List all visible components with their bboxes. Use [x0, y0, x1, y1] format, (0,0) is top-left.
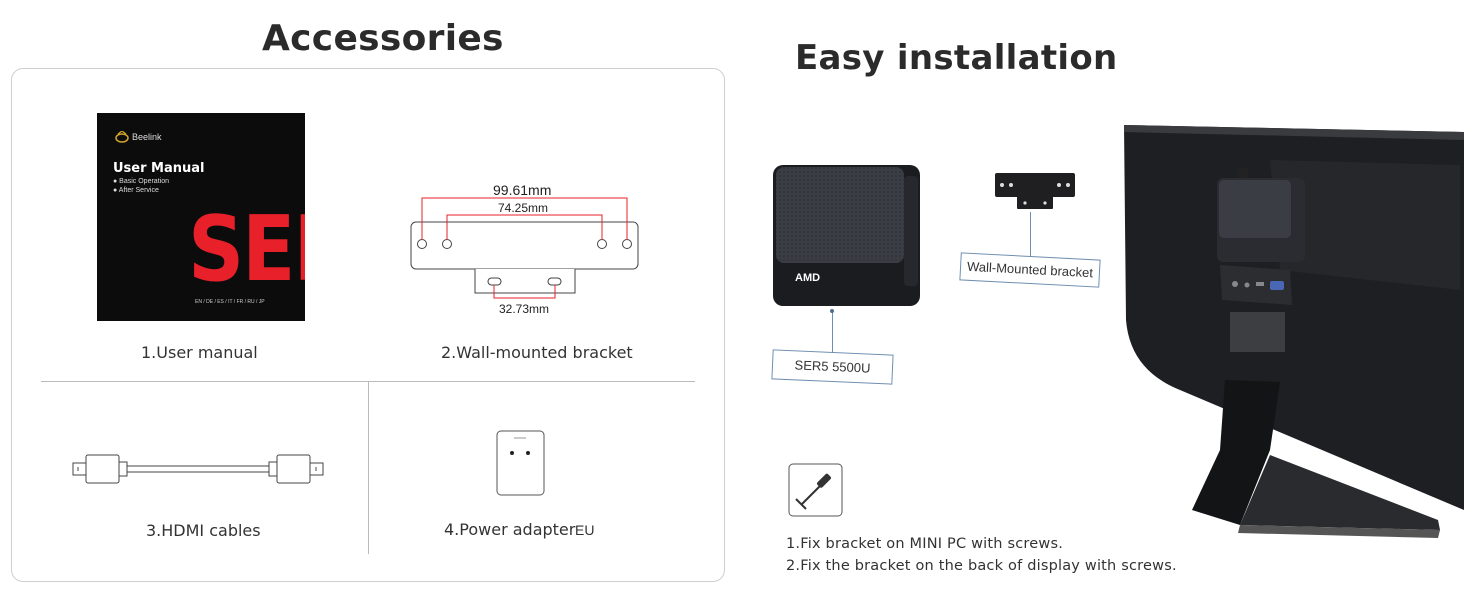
bracket-label: Wall-Mounted bracket [959, 252, 1101, 288]
monitor-image [1120, 120, 1464, 540]
hdmi-cable-icon [70, 450, 326, 490]
install-step-2: 2.Fix the bracket on the back of display… [786, 558, 1177, 574]
item-label-user-manual: 1.User manual [141, 343, 258, 362]
screwdriver-icon [788, 463, 844, 518]
manual-bullet-2: ● After Service [113, 187, 159, 194]
wall-bracket-image [993, 170, 1077, 212]
manual-languages: EN / DE / ES / IT / FR / RU / JP [195, 299, 265, 305]
item-label-power-adapter: 4.Power adapter [444, 520, 576, 539]
manual-brand: Beelink [132, 132, 162, 142]
beelink-logo-icon [115, 130, 129, 143]
divider-vertical [368, 382, 369, 554]
user-manual-cover: Beelink User Manual ● Basic Operation ● … [97, 113, 305, 321]
power-adapter-region: EU [575, 522, 595, 538]
amd-logo: AMD [795, 272, 821, 284]
mini-pc-image [770, 162, 922, 310]
divider-horizontal [41, 381, 695, 382]
pc-leader-line [832, 311, 833, 353]
manual-bullet-1: ● Basic Operation [113, 178, 169, 185]
bracket-diagram [405, 178, 645, 318]
pc-leader-dot [830, 309, 834, 313]
power-adapter-icon [496, 430, 546, 497]
bracket-leader-line [1030, 212, 1031, 258]
manual-title: User Manual [113, 161, 205, 176]
manual-big-text: SER [188, 198, 305, 302]
accessories-panel [11, 68, 725, 582]
item-label-hdmi: 3.HDMI cables [146, 521, 261, 540]
item-label-bracket: 2.Wall-mounted bracket [441, 343, 633, 362]
accessories-heading: Accessories [262, 18, 504, 59]
dim-inner: 74.25mm [498, 201, 549, 215]
installation-heading: Easy installation [795, 38, 1118, 78]
dim-outer: 99.61mm [493, 182, 552, 198]
pc-model-label: SER5 5500U [771, 349, 894, 385]
dim-bottom: 32.73mm [499, 302, 550, 316]
install-step-1: 1.Fix bracket on MINI PC with screws. [786, 536, 1064, 552]
